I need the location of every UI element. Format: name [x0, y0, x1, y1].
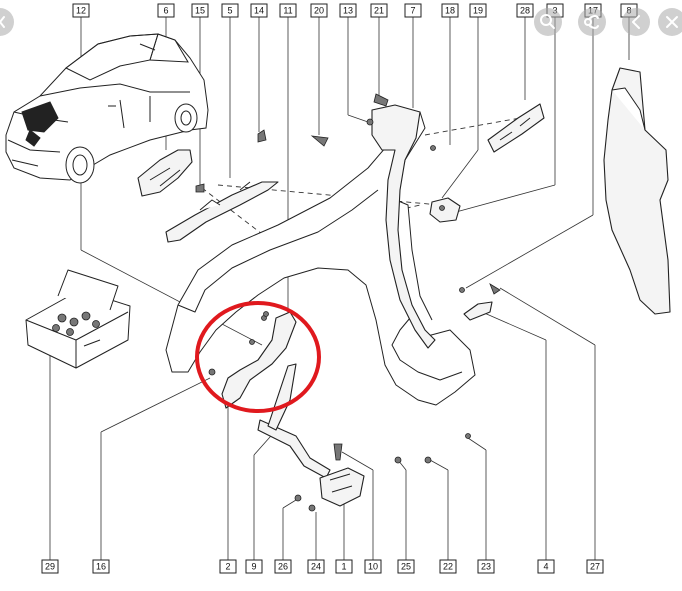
bracket-part-28 [487, 103, 545, 153]
bracket-part-6 [137, 149, 193, 197]
callout-4: 4 [537, 559, 555, 574]
svg-text:18: 18 [445, 6, 455, 16]
svg-text:16: 16 [96, 562, 106, 572]
wheel-arch-liner-part [371, 104, 436, 349]
svg-text:6: 6 [163, 6, 168, 16]
svg-text:2: 2 [225, 562, 230, 572]
fender-extension-part-8 [603, 67, 671, 315]
close-icon[interactable] [658, 8, 682, 36]
callout-16: 16 [92, 559, 110, 574]
callout-1: 1 [335, 559, 353, 574]
mount-part-1 [319, 467, 365, 507]
callout-2: 2 [219, 559, 237, 574]
callout-22: 22 [439, 559, 457, 574]
svg-text:29: 29 [45, 562, 55, 572]
callout-14: 14 [250, 3, 268, 18]
callout-26: 26 [274, 559, 292, 574]
svg-text:14: 14 [254, 6, 264, 16]
left-edge-chevron-icon[interactable] [0, 8, 14, 36]
callout-7: 7 [404, 3, 422, 18]
callout-25: 25 [397, 559, 415, 574]
callout-27: 27 [586, 559, 604, 574]
svg-text:21: 21 [374, 6, 384, 16]
callout-12: 12 [72, 3, 90, 18]
leader-lines [49, 17, 630, 560]
svg-text:11: 11 [283, 6, 292, 16]
svg-text:28: 28 [520, 6, 530, 16]
svg-text:12: 12 [76, 6, 86, 16]
upper-rail-part-5 [165, 181, 279, 243]
bracket-part-3 [429, 197, 461, 223]
callout-21: 21 [370, 3, 388, 18]
svg-text:27: 27 [590, 562, 600, 572]
callout-6: 6 [157, 3, 175, 18]
callout-9: 9 [245, 559, 263, 574]
svg-text:26: 26 [278, 562, 288, 572]
highlight-circle [195, 301, 321, 413]
callout-20: 20 [310, 3, 328, 18]
svg-text:24: 24 [311, 562, 321, 572]
svg-text:15: 15 [195, 6, 205, 16]
strut-part-9 [257, 363, 331, 479]
vehicle-illustration [5, 33, 209, 184]
svg-text:9: 9 [251, 562, 256, 572]
svg-text:20: 20 [314, 6, 324, 16]
callout-28: 28 [516, 3, 534, 18]
fastener-kit-box-part-29 [25, 269, 131, 369]
callout-29: 29 [41, 559, 59, 574]
chevron-left-icon[interactable] [622, 8, 650, 36]
svg-text:5: 5 [227, 6, 232, 16]
share-icon[interactable] [578, 8, 606, 36]
callout-19: 19 [469, 3, 487, 18]
svg-text:7: 7 [410, 6, 415, 16]
svg-text:1: 1 [341, 562, 346, 572]
callout-18: 18 [441, 3, 459, 18]
callout-10: 10 [364, 559, 382, 574]
callout-5: 5 [221, 3, 239, 18]
svg-text:10: 10 [368, 562, 378, 572]
callout-11: 11 [279, 3, 297, 18]
svg-text:19: 19 [473, 6, 483, 16]
svg-text:22: 22 [443, 562, 453, 572]
callout-13: 13 [339, 3, 357, 18]
callout-23: 23 [477, 559, 495, 574]
fastener-hardware [195, 93, 501, 512]
svg-text:23: 23 [481, 562, 491, 572]
callout-15: 15 [191, 3, 209, 18]
bracket-part-4 [463, 301, 493, 321]
svg-text:25: 25 [401, 562, 411, 572]
svg-text:4: 4 [543, 562, 548, 572]
svg-text:13: 13 [343, 6, 353, 16]
callout-24: 24 [307, 559, 325, 574]
search-icon[interactable] [534, 8, 562, 36]
